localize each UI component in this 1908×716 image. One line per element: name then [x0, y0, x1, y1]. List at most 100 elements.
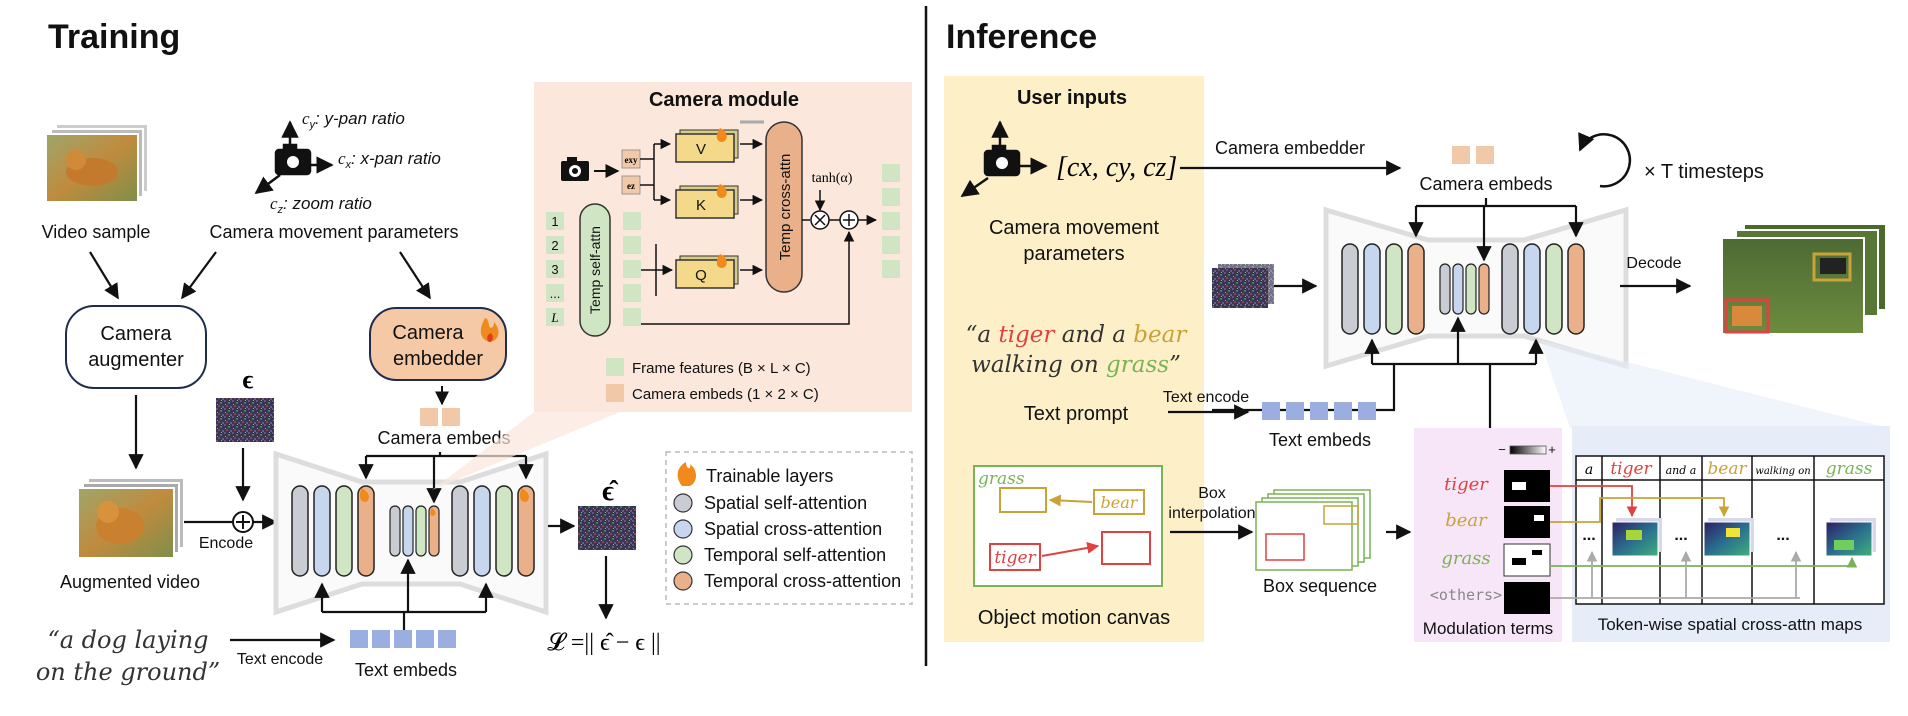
- camera-axes-icon: [254, 120, 334, 195]
- inference-camera-embeds-label: Camera embeds: [1419, 174, 1552, 194]
- mod-others-label: <others>: [1430, 586, 1502, 604]
- legend-spatial-cross: Spatial cross-attention: [704, 519, 882, 539]
- object-motion-canvas-label: Object motion canvas: [978, 607, 1170, 629]
- augmenter-line2: augmenter: [88, 349, 184, 371]
- frame-features-col-1: [623, 212, 641, 326]
- temp-self-attn-box: [579, 203, 611, 337]
- cy-label: cy: y-pan ratio: [302, 109, 405, 131]
- inference-camera-arrows: [1408, 198, 1584, 262]
- encode-label: Encode: [199, 535, 253, 552]
- k-label: K: [696, 197, 706, 214]
- unet-training: [273, 450, 549, 616]
- ez-label: ez: [627, 181, 635, 191]
- training-text-embeds-label: Text embeds: [355, 660, 457, 680]
- training-prompt-line1: “a dog laying: [47, 626, 208, 654]
- legend-temporal-self: Temporal self-attention: [704, 545, 886, 565]
- frame-index-0: 1: [551, 214, 558, 229]
- camera-embeds-label: Camera embeds: [377, 428, 510, 448]
- inference-text-encode: Text encode: [1163, 389, 1249, 406]
- inference-text-embeds: [1262, 402, 1376, 420]
- embedder-line2: embedder: [393, 348, 483, 370]
- frame-index-3: ...: [550, 286, 561, 301]
- inference-prompt-line1: “a tiger and a bear: [966, 322, 1189, 348]
- mod-bear-label: bear: [1445, 510, 1488, 531]
- augmenter-line1: Camera: [100, 323, 172, 345]
- mod-others-mask: [1504, 582, 1550, 614]
- v-label: V: [696, 141, 706, 158]
- vk-wiring: [640, 138, 764, 276]
- temp-cross-attn-box: [765, 121, 803, 293]
- camera-embed-token: [420, 408, 438, 426]
- inference-noise-input: [1212, 264, 1274, 308]
- camera-axes-icon-inference: [960, 120, 1048, 198]
- ellipsis-2: ...: [1674, 527, 1687, 544]
- camera-module-title: Camera module: [649, 89, 799, 111]
- camera-augmenter-box: [65, 305, 207, 389]
- mod-grass-label: grass: [1441, 548, 1490, 569]
- text-prompt-label: Text prompt: [1024, 403, 1129, 425]
- inference-text-embeds-label: Text embeds: [1269, 430, 1371, 450]
- token-3: bear: [1707, 459, 1747, 479]
- ellipsis-3: ...: [1776, 527, 1789, 544]
- augmented-video-label: Augmented video: [60, 572, 200, 592]
- cz-label: cz: zoom ratio: [270, 194, 372, 216]
- training-text-embeds: [350, 630, 456, 648]
- decode-label: Decode: [1626, 255, 1681, 272]
- video-sample-icon: [45, 123, 149, 203]
- box-interp-line2: interpolation: [1168, 505, 1255, 522]
- temp-cross-attn-label: Temp cross-attn: [777, 154, 794, 261]
- box-interp-line1: Box: [1198, 485, 1226, 502]
- timesteps-label: × T timesteps: [1644, 161, 1764, 183]
- mod-bear-mask: [1504, 506, 1550, 538]
- training-prompt-line2: on the ground”: [36, 658, 220, 686]
- mod-grass-mask: [1503, 543, 1551, 577]
- canvas-tiger-box: [1101, 531, 1151, 565]
- v-linear-box: [675, 128, 739, 163]
- mod-tiger-mask: [1504, 470, 1550, 502]
- video-sample-label: Video sample: [42, 222, 151, 242]
- epsilon-hat-symbol: ϵ̂: [602, 476, 619, 507]
- camera-embed-token: [442, 408, 460, 426]
- noise-image: [216, 398, 274, 442]
- box-sequence: [1255, 489, 1371, 571]
- legend-temporal-cross: Temporal cross-attention: [704, 571, 901, 591]
- camera-module-callout: [432, 412, 620, 490]
- training-title: Training: [48, 18, 180, 56]
- legend-trainable: Trainable layers: [706, 466, 833, 486]
- token-4: walking on: [1755, 466, 1810, 477]
- camera-embedder-box: [369, 307, 507, 381]
- heatmap-grass: [1825, 518, 1876, 557]
- frame-index-2: 3: [551, 262, 558, 277]
- temp-self-attn-label: Temp self-attn: [587, 226, 603, 314]
- cx-label: cx: x-pan ratio: [338, 149, 441, 171]
- predicted-noise-image: [578, 506, 636, 550]
- modulation-terms-label: Modulation terms: [1423, 619, 1553, 638]
- canvas-bear-text: bear: [1101, 493, 1139, 512]
- heatmap-tiger: [1611, 518, 1662, 557]
- q-linear-box: [675, 254, 739, 289]
- exy-label: exy: [625, 155, 638, 165]
- box-sequence-label: Box sequence: [1263, 576, 1377, 596]
- tiger-mod-arrow: [1550, 485, 1638, 518]
- frame-index-column: [546, 212, 564, 326]
- user-inputs-title: User inputs: [1017, 87, 1127, 109]
- legend-frame-features: Frame features (B × L × C): [632, 360, 811, 377]
- q-wiring: [641, 244, 674, 296]
- epsilon-symbol: ϵ: [243, 365, 254, 394]
- canvas-bear-tag: [1093, 489, 1145, 515]
- k-linear-box: [675, 184, 739, 219]
- output-video-frames: [1721, 223, 1887, 335]
- training-text-encode: Text encode: [237, 651, 323, 668]
- others-mod-arrows: [1550, 550, 1802, 599]
- embedder-line1: Camera: [392, 322, 464, 344]
- camera-params-label: Camera movement parameters: [209, 222, 458, 242]
- unet-inference: [1323, 206, 1629, 370]
- canvas-tiger-tag: [989, 543, 1041, 571]
- token-0: a: [1585, 462, 1593, 478]
- canvas-grass-label: grass: [978, 469, 1025, 489]
- inference-title: Inference: [946, 18, 1097, 56]
- loss-formula: 𝓛 =|| ϵ̂ − ϵ ||: [547, 630, 660, 656]
- training-input-arrows: [89, 251, 431, 470]
- frame-index-1: 2: [551, 238, 558, 253]
- layer-legend-box: [665, 451, 913, 605]
